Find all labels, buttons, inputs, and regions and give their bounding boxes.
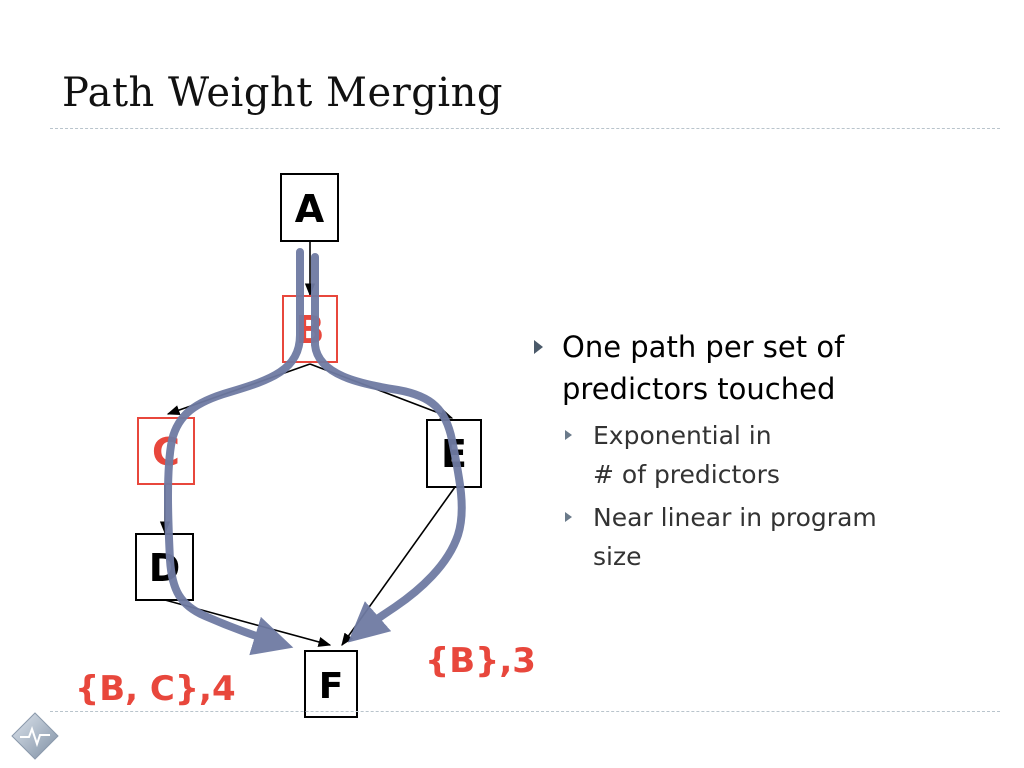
path-weight-label-bc: {B, C},4	[75, 669, 236, 709]
footer-divider	[50, 711, 1000, 712]
node-f-label: F	[319, 666, 344, 707]
slide-title: Path Weight Merging	[62, 70, 504, 116]
sub-bullet-text-line1: Exponential in	[593, 421, 772, 450]
node-d: D	[135, 533, 194, 601]
path-b-route	[311, 253, 466, 643]
node-a: A	[280, 173, 339, 242]
path-weight-label-b: {B},3	[425, 641, 536, 681]
node-b: B	[282, 295, 338, 363]
bullet-list: One path per set of predictors touched E…	[530, 326, 990, 576]
bullet-text-line2: predictors touched	[562, 372, 836, 406]
path-b-c-route	[164, 248, 304, 656]
bullet-text-line1: One path per set of	[562, 330, 845, 364]
bullet-arrow-icon	[534, 340, 543, 354]
title-divider	[50, 128, 1000, 129]
bullet-one-path: One path per set of predictors touched	[530, 326, 990, 410]
sub-bullet-exponential: Exponential in # of predictors	[562, 416, 990, 494]
sub-bullet-text-line2: # of predictors	[593, 460, 780, 489]
sub-bullet-near-linear: Near linear in program size	[562, 498, 990, 576]
slide-logo-icon	[11, 712, 59, 760]
sub-bullet-arrow-icon	[565, 512, 572, 522]
node-f: F	[304, 650, 358, 718]
sub-bullet-text-line1: Near linear in program	[593, 503, 877, 532]
node-a-label: A	[295, 187, 325, 231]
sub-bullet-text-line2: size	[593, 542, 642, 571]
sub-bullet-arrow-icon	[565, 430, 572, 440]
